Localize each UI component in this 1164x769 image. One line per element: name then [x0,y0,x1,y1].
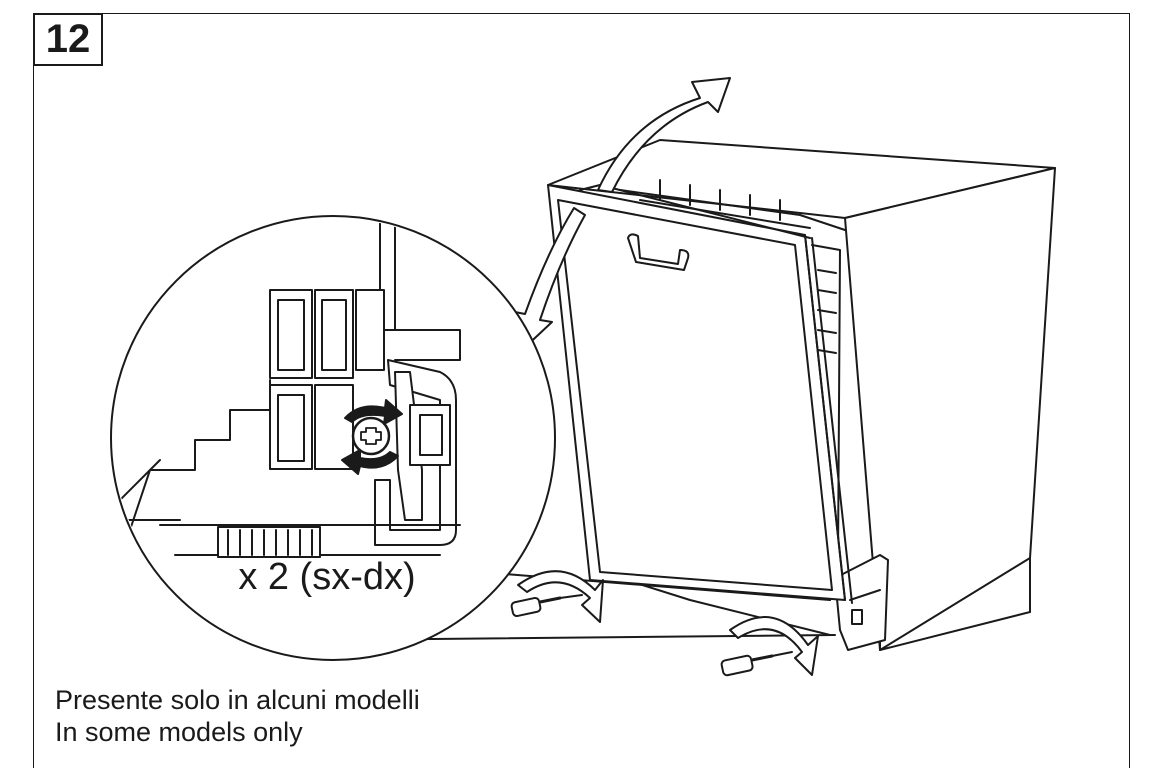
screwdriver-icon [720,616,819,677]
hinge-detail-zoom [110,215,836,661]
note-italian: Presente solo in alcuni modelli [55,685,420,715]
callout-quantity-label: x 2 (sx-dx) [238,556,416,598]
figure-frame [33,13,1130,768]
note-english: In some models only [55,717,303,747]
screwdriver-icon [510,570,604,623]
screw-icon [351,416,391,456]
dishwasher-door-panel [547,184,853,604]
dishwasher-body [547,139,1056,651]
rotation-arrow-icon [341,399,403,475]
step-number-badge: 12 [33,13,103,66]
